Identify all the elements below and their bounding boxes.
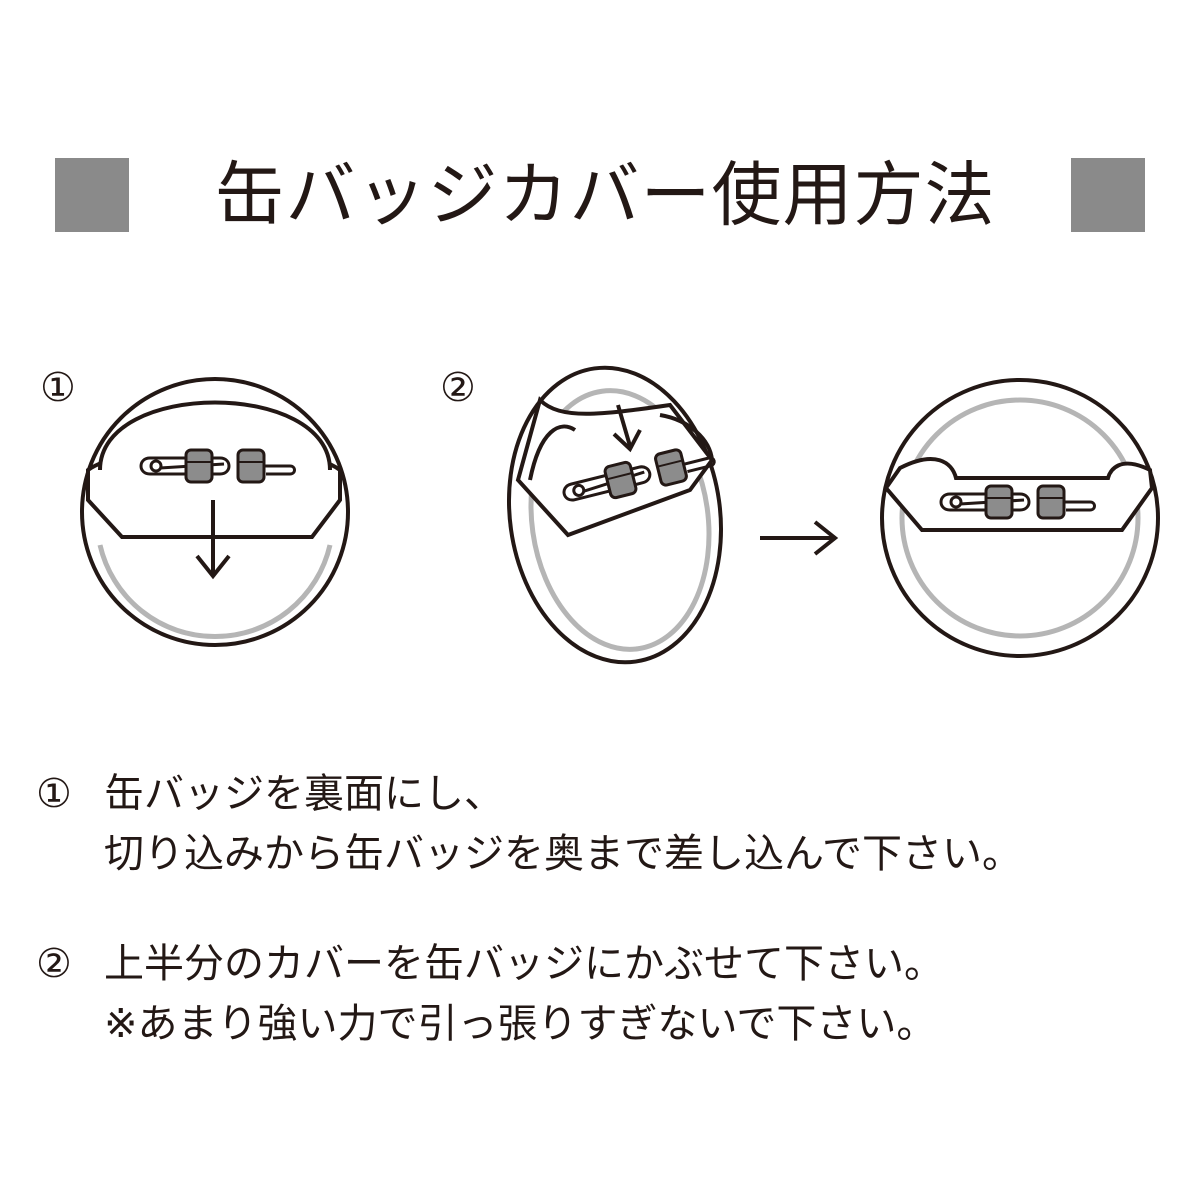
figure-step-2 [507,365,723,665]
instruction-1-line-1: ① 缶バッジを裏面にし、 [36,764,1186,824]
title-square-left [55,158,129,232]
instruction-2-text-1: 上半分のカバーを缶バッジにかぶせて下さい。 [104,941,944,987]
instruction-2-line-2: ※あまり強い力で引っ張りすぎないで下さい。 [36,994,1186,1054]
page-title: 缶バッジカバー使用方法 [214,154,996,236]
step-2-marker: ② [440,365,476,411]
down-arrow-icon [612,404,642,453]
instruction-1-text-2: 切り込みから缶バッジを奥まで差し込んで下さい。 [104,831,1022,877]
instruction-1-line-2: 切り込みから缶バッジを奥まで差し込んで下さい。 [36,824,1186,884]
instruction-2-text-2: ※あまり強い力で引っ張りすぎないで下さい。 [104,1001,937,1047]
illustrations [80,365,1160,665]
instruction-1: ① 缶バッジを裏面にし、 切り込みから缶バッジを奥まで差し込んで下さい。 [36,764,1186,884]
figure-step-3 [880,378,1160,658]
instruction-2-line-1: ② 上半分のカバーを缶バッジにかぶせて下さい。 [36,934,1186,994]
instruction-2: ② 上半分のカバーを缶バッジにかぶせて下さい。 ※あまり強い力で引っ張りすぎないで… [36,934,1186,1054]
right-arrow-icon [760,520,839,556]
title-square-right [1071,158,1145,232]
figure-step-1 [80,377,350,647]
instruction-2-number: ② [36,941,72,987]
instruction-1-number: ① [36,771,72,817]
title-row: 缶バッジカバー使用方法 [0,150,1200,240]
step-1-marker: ① [40,365,76,411]
down-arrow-icon [195,500,231,580]
instruction-1-text-1: 缶バッジを裏面にし、 [104,771,504,817]
